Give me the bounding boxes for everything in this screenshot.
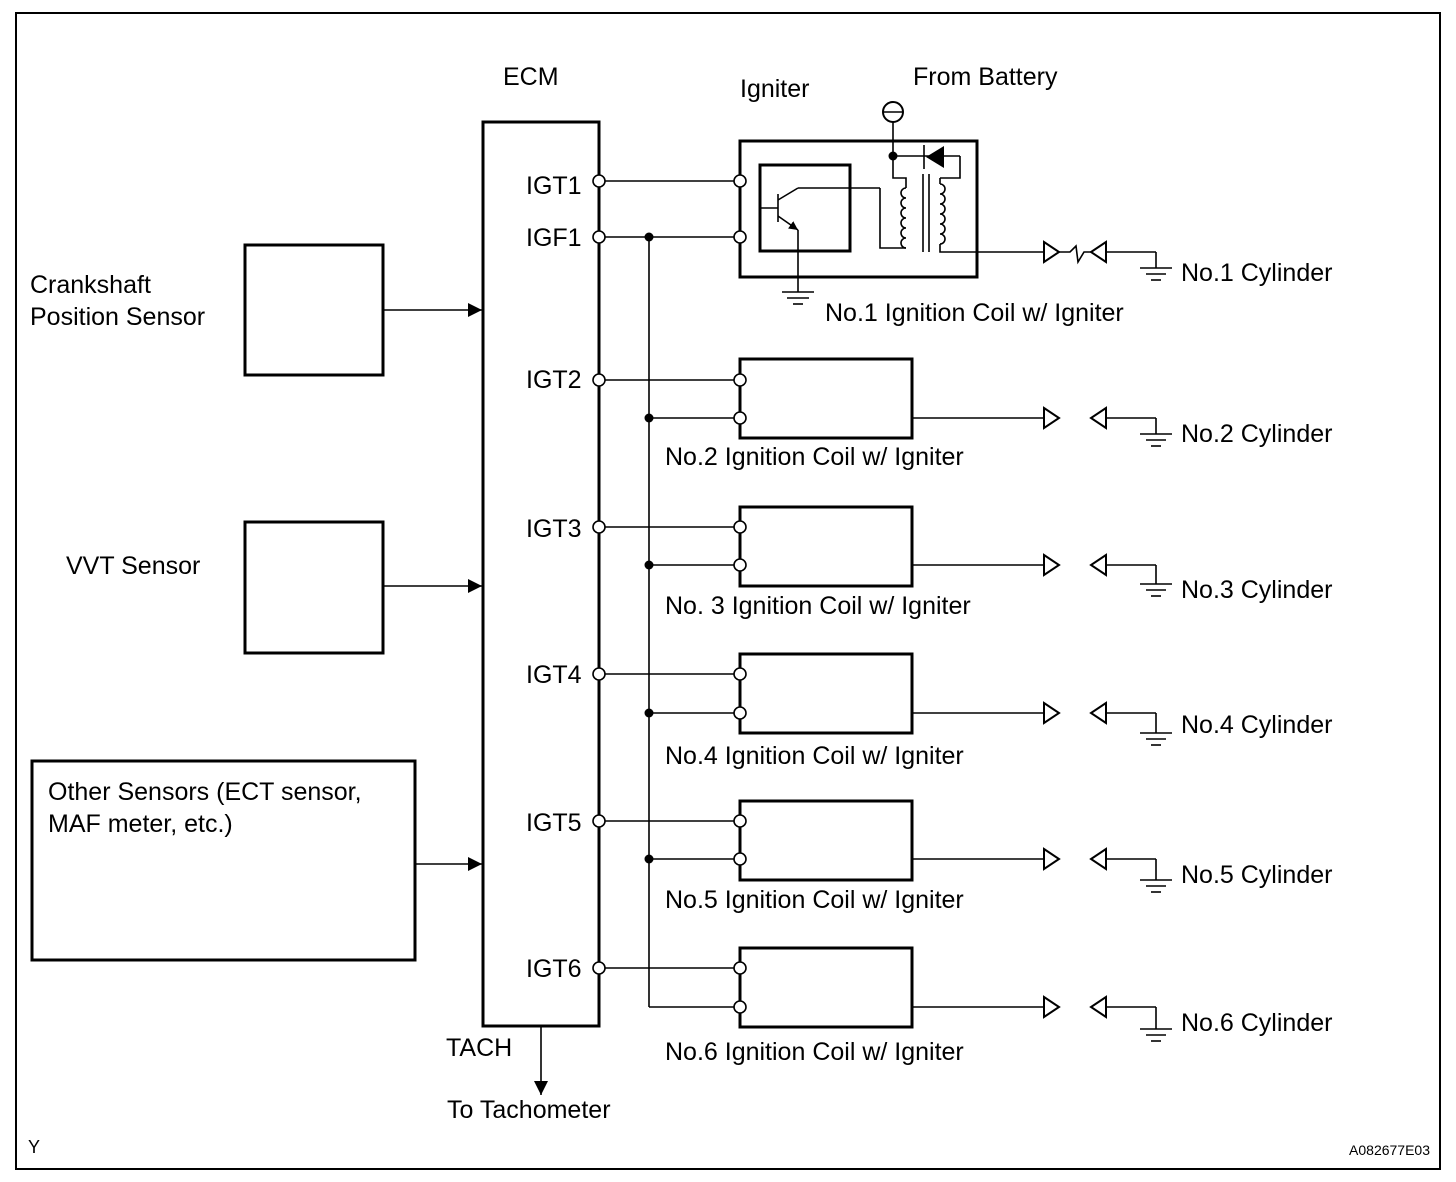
other-sensors-label-line2: MAF meter, etc.) (48, 810, 233, 838)
pin-label-igt1: IGT1 (526, 172, 582, 200)
spark-plug-5-icon (1043, 847, 1172, 893)
coil-1-pin-igt (733, 174, 747, 188)
corner-mark-left: Y (28, 1137, 40, 1157)
spark-plug-4-icon (1043, 701, 1172, 746)
tach-label: TACH (446, 1034, 512, 1062)
pin-label-igt4: IGT4 (526, 661, 582, 689)
pin-label-igt3: IGT3 (526, 515, 582, 543)
coil-5-pin-igt (733, 814, 747, 828)
ecm-pin-igt3 (592, 520, 606, 534)
ecm-box (481, 120, 601, 1028)
coil-4-box (738, 652, 914, 735)
diode-icon (893, 145, 961, 179)
cylinder-6-label: No.6 Cylinder (1181, 1009, 1332, 1037)
coil-5-pin-igf (733, 852, 747, 866)
cylinder-2-label: No.2 Cylinder (1181, 420, 1332, 448)
coil-3-label: No. 3 Ignition Coil w/ Igniter (665, 592, 971, 620)
ecm-pin-igt1 (592, 174, 606, 188)
cylinder-1-label: No.1 Cylinder (1181, 259, 1332, 287)
ecm-pin-igt5 (592, 814, 606, 828)
spark-plug-2-icon (1043, 406, 1172, 447)
battery-terminal-icon (882, 101, 904, 161)
spark-plug-1-icon (1043, 240, 1172, 281)
igf4-junction (644, 708, 654, 718)
ecm-label: ECM (503, 63, 559, 91)
crankshaft-label-line2: Position Sensor (30, 303, 205, 331)
coil-3-box (738, 505, 914, 588)
ecm-pin-igt4 (592, 667, 606, 681)
cylinder-3-label: No.3 Cylinder (1181, 576, 1332, 604)
coil-6-box (738, 946, 914, 1029)
pin-label-igf1: IGF1 (526, 224, 582, 252)
crankshaft-label-line1: Crankshaft (30, 271, 151, 299)
igniter-ground-icon (782, 291, 814, 305)
ecm-pin-igt6 (592, 961, 606, 975)
vvt-sensor-label: VVT Sensor (66, 552, 200, 580)
ecm-pin-igf1 (592, 230, 606, 244)
coil-4-pin-igf (733, 706, 747, 720)
cylinder-4-label: No.4 Cylinder (1181, 711, 1332, 739)
vvt-sensor-box (243, 520, 385, 655)
igniter-transistor-icon (760, 187, 880, 292)
diagram-frame (15, 12, 1441, 1170)
igf5-junction (644, 854, 654, 864)
pin-label-igt6: IGT6 (526, 955, 582, 983)
coil-2-label: No.2 Ignition Coil w/ Igniter (665, 443, 964, 471)
to-tachometer-label: To Tachometer (447, 1096, 611, 1124)
coil-4-label: No.4 Ignition Coil w/ Igniter (665, 742, 964, 770)
coil-5-label: No.5 Ignition Coil w/ Igniter (665, 886, 964, 914)
coil-2-box (738, 357, 914, 440)
igf1-junction (644, 232, 654, 242)
ecm-pin-igt2 (592, 373, 606, 387)
primary-winding-icon (879, 156, 907, 249)
cylinder-5-label: No.5 Cylinder (1181, 861, 1332, 889)
coil-3-pin-igf (733, 558, 747, 572)
spark-plug-3-icon (1043, 553, 1172, 597)
secondary-winding-icon (939, 178, 977, 253)
coil-6-label: No.6 Ignition Coil w/ Igniter (665, 1038, 964, 1066)
coil-3-pin-igt (733, 520, 747, 534)
coil-1-label: No.1 Ignition Coil w/ Igniter (825, 299, 1124, 327)
crankshaft-sensor-box (243, 243, 385, 377)
igf2-junction (644, 413, 654, 423)
pin-label-igt2: IGT2 (526, 366, 582, 394)
igf3-junction (644, 560, 654, 570)
coil-6-pin-igt (733, 961, 747, 975)
other-sensors-label-line1: Other Sensors (ECT sensor, (48, 778, 362, 806)
coil-core-icon (922, 174, 930, 252)
figure-code: A082677E03 (1349, 1142, 1430, 1158)
coil-6-pin-igf (733, 1000, 747, 1014)
other-sensors-box (30, 759, 417, 962)
from-battery-label: From Battery (913, 63, 1058, 91)
pin-label-igt5: IGT5 (526, 809, 582, 837)
igniter-label: Igniter (740, 75, 809, 103)
spark-plug-6-icon (1043, 995, 1172, 1042)
coil-5-box (738, 799, 914, 882)
coil-4-pin-igt (733, 667, 747, 681)
coil-2-pin-igt (733, 373, 747, 387)
coil-2-pin-igf (733, 411, 747, 425)
coil-1-pin-igf (733, 230, 747, 244)
